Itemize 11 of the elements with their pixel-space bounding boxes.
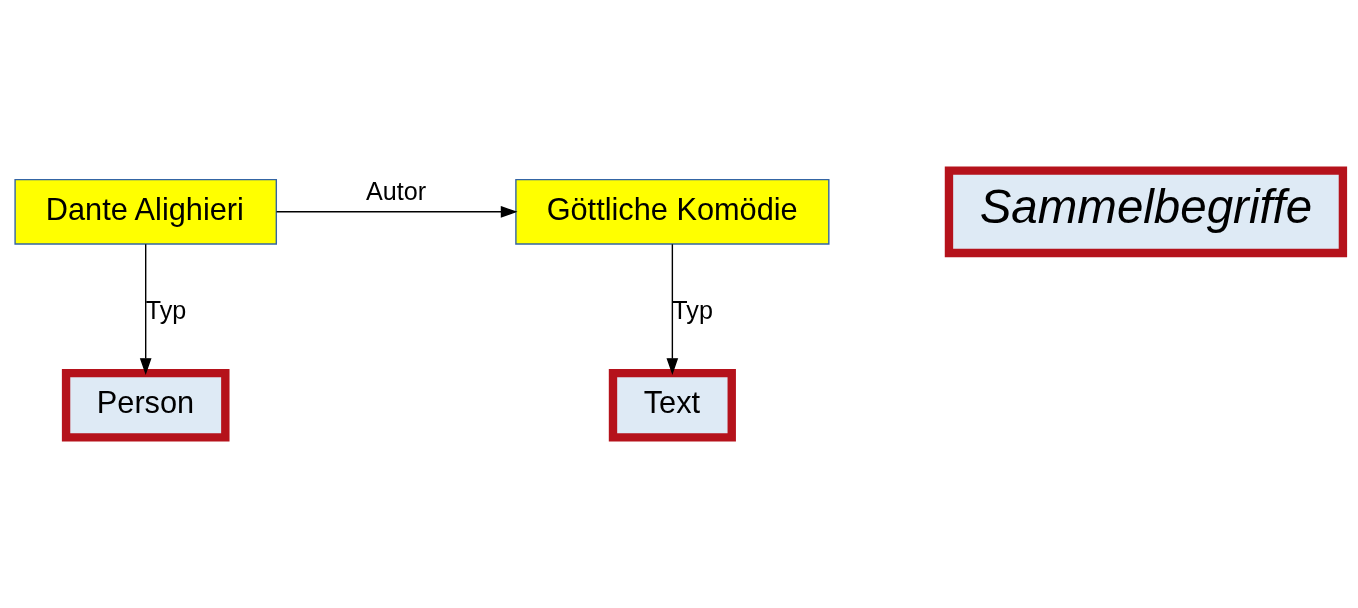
node-box: Dante Alighieri [14,178,277,245]
arrow [666,243,679,375]
node-box: Sammelbegriffe [944,166,1348,258]
node-box: Göttliche Komödie [515,178,830,245]
edge-label: Typ [672,296,713,325]
arrow [275,205,518,218]
node-box: Text [608,368,736,442]
edge-label: Autor [366,176,427,205]
edge-label: Typ [145,296,187,325]
node-box: Person [61,368,230,442]
arrow [139,243,152,375]
